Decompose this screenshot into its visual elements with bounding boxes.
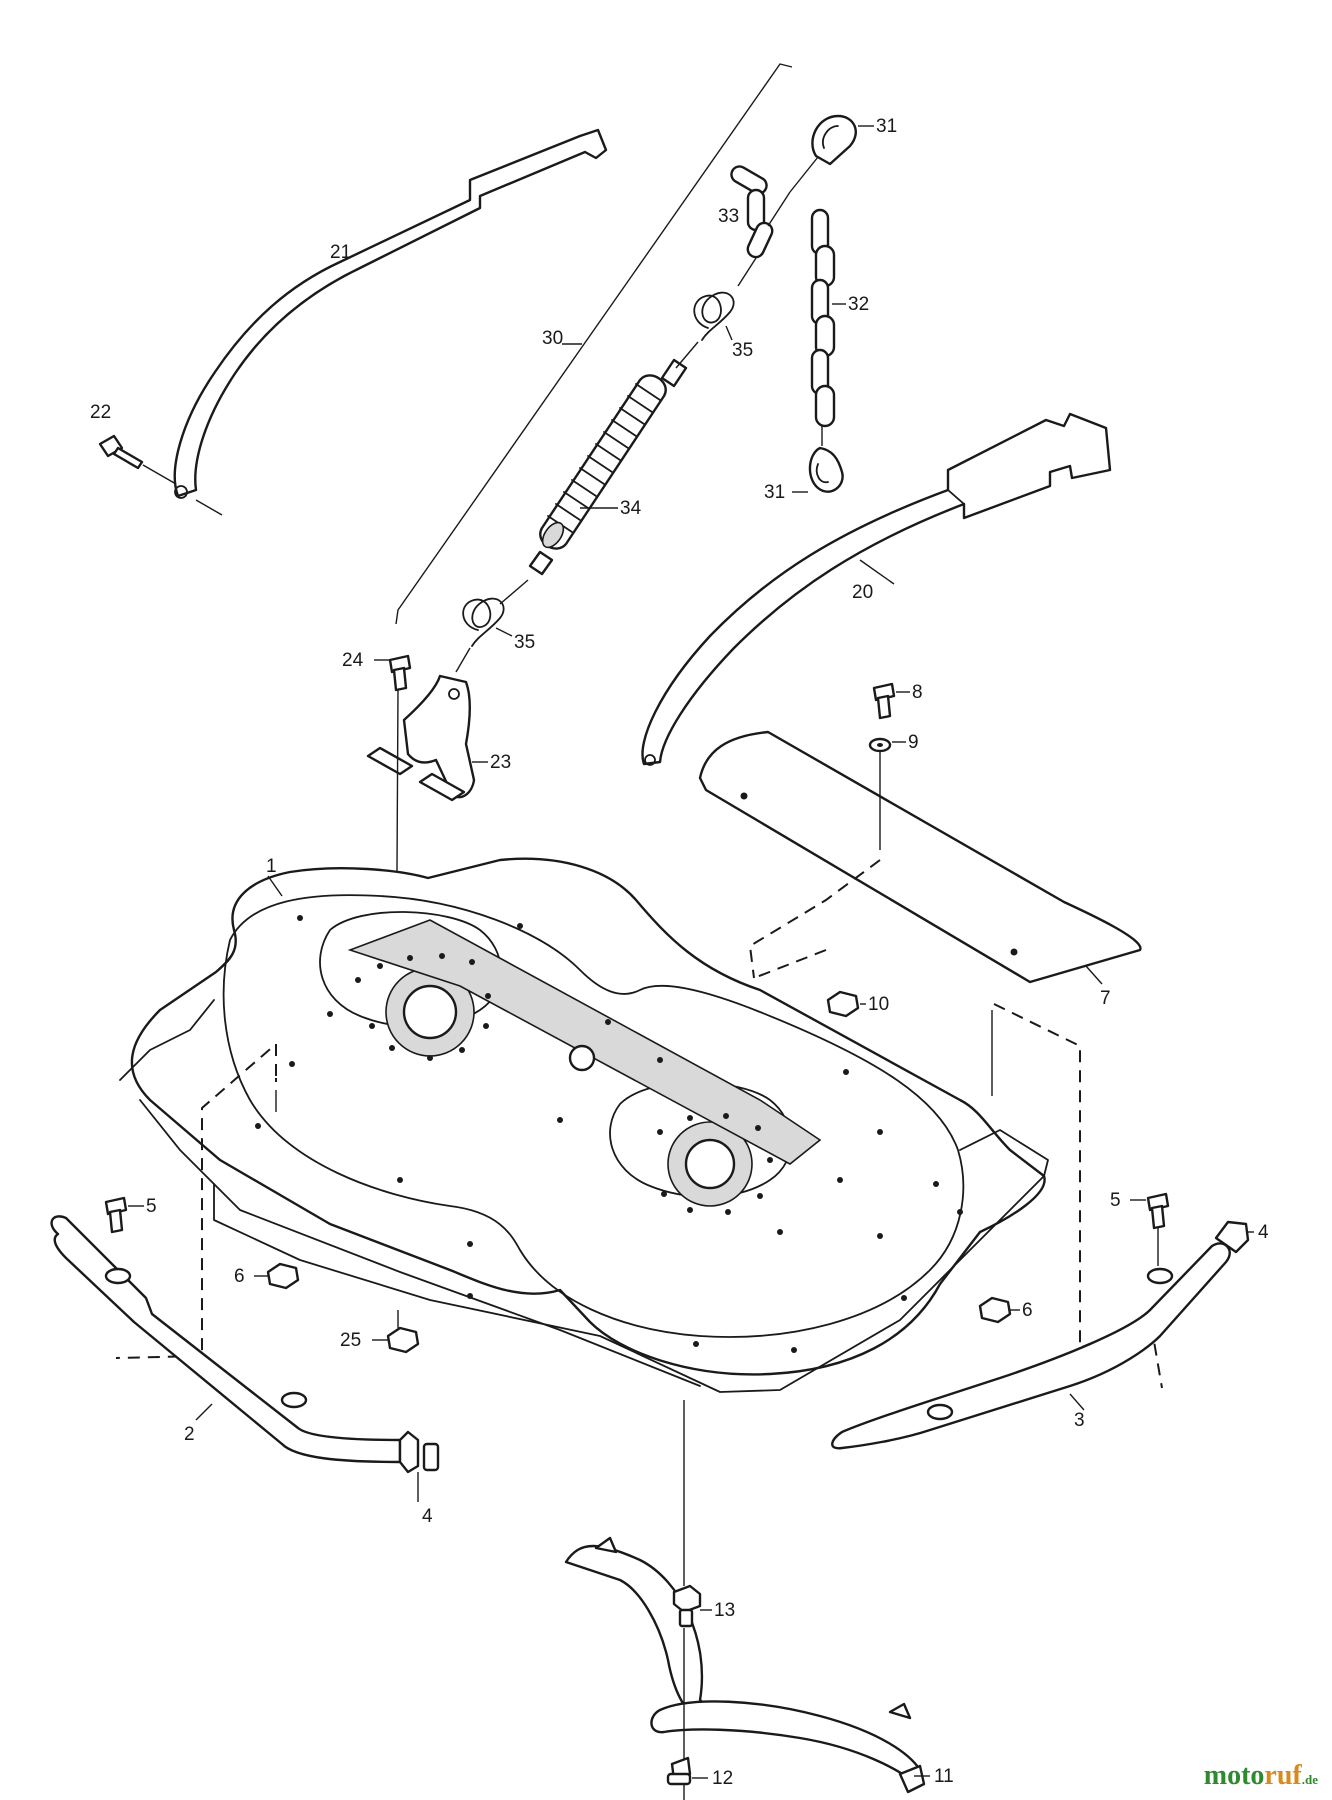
part-6-nut-right bbox=[978, 1296, 1020, 1324]
callout-4-left: 4 bbox=[422, 1506, 433, 1527]
callout-31-top: 31 bbox=[876, 116, 897, 137]
part-22-bolt bbox=[98, 434, 177, 485]
callout-7: 7 bbox=[1100, 988, 1111, 1009]
dashed-connector-right bbox=[991, 1003, 1163, 1389]
watermark-part-3: .de bbox=[1301, 1772, 1318, 1787]
callout-20: 20 bbox=[852, 582, 873, 603]
part-3-bumper-right bbox=[831, 1242, 1231, 1450]
callout-24: 24 bbox=[342, 650, 364, 671]
part-31-clip-lower bbox=[792, 446, 844, 493]
part-4-plug-right bbox=[1214, 1220, 1254, 1254]
part-1-mower-deck bbox=[119, 857, 1049, 1393]
part-6-nut-left bbox=[254, 1262, 300, 1290]
callout-10: 10 bbox=[868, 994, 889, 1015]
callout-4-right: 4 bbox=[1258, 1222, 1269, 1243]
callout-33: 33 bbox=[718, 206, 739, 227]
part-10-nut bbox=[826, 990, 866, 1018]
part-33-chain-links bbox=[730, 151, 823, 259]
callout-9: 9 bbox=[908, 732, 919, 753]
part-5-bolt-left bbox=[104, 1196, 144, 1234]
part-9-washer bbox=[868, 737, 906, 850]
motoruf-watermark: motoruf.de bbox=[1204, 1760, 1318, 1792]
callout-35-bottom: 35 bbox=[514, 632, 535, 653]
part-2-bumper-left bbox=[50, 1215, 420, 1502]
callout-31-bottom: 31 bbox=[764, 482, 785, 503]
callout-6-right: 6 bbox=[1022, 1300, 1033, 1321]
callout-6-left: 6 bbox=[234, 1266, 245, 1287]
part-25-nut bbox=[372, 1310, 420, 1354]
part-32-chain bbox=[810, 208, 846, 446]
part-8-bolt bbox=[872, 682, 910, 720]
part-20-lift-arm bbox=[641, 412, 1112, 766]
part-7-shield bbox=[698, 730, 1142, 985]
part-13-bolt bbox=[672, 1400, 712, 1800]
watermark-part-2: ruf bbox=[1264, 1760, 1302, 1791]
callout-32: 32 bbox=[848, 294, 869, 315]
callout-labels: 1 2 3 4 4 5 5 6 6 7 8 9 10 11 12 13 20 2… bbox=[90, 116, 1269, 1789]
callout-5-left: 5 bbox=[146, 1196, 157, 1217]
part-11-blade bbox=[564, 1536, 930, 1794]
callout-5-right: 5 bbox=[1110, 1190, 1121, 1211]
callout-1: 1 bbox=[266, 856, 277, 877]
part-23-bracket bbox=[366, 674, 488, 802]
part-12-bolt bbox=[666, 1756, 708, 1786]
part-35-s-hook-upper bbox=[675, 257, 757, 369]
callout-3: 3 bbox=[1074, 1410, 1085, 1431]
part-34-spring bbox=[528, 358, 688, 576]
part-31-clip-upper bbox=[811, 114, 874, 166]
callout-34: 34 bbox=[620, 498, 642, 519]
watermark-part-1: moto bbox=[1203, 1760, 1265, 1791]
callout-23: 23 bbox=[490, 752, 511, 773]
callout-22: 22 bbox=[90, 402, 111, 423]
callout-30: 30 bbox=[542, 328, 563, 349]
dashed-connector-left bbox=[115, 1041, 277, 1359]
callout-8: 8 bbox=[912, 682, 923, 703]
callout-21: 21 bbox=[330, 242, 351, 263]
callout-2: 2 bbox=[184, 1424, 195, 1445]
callout-13: 13 bbox=[714, 1600, 735, 1621]
callout-25: 25 bbox=[340, 1330, 361, 1351]
callout-12: 12 bbox=[712, 1768, 733, 1789]
callout-11: 11 bbox=[934, 1766, 954, 1787]
dashed-connector-7 bbox=[748, 859, 881, 979]
part-5-bolt-right bbox=[1130, 1192, 1170, 1266]
part-35-s-hook-lower bbox=[455, 579, 529, 673]
callout-35-top: 35 bbox=[732, 340, 753, 361]
part-21-lift-arm bbox=[173, 128, 608, 516]
part-4-plug-left bbox=[422, 1442, 440, 1472]
part-30-assembly-bracket bbox=[395, 63, 793, 625]
